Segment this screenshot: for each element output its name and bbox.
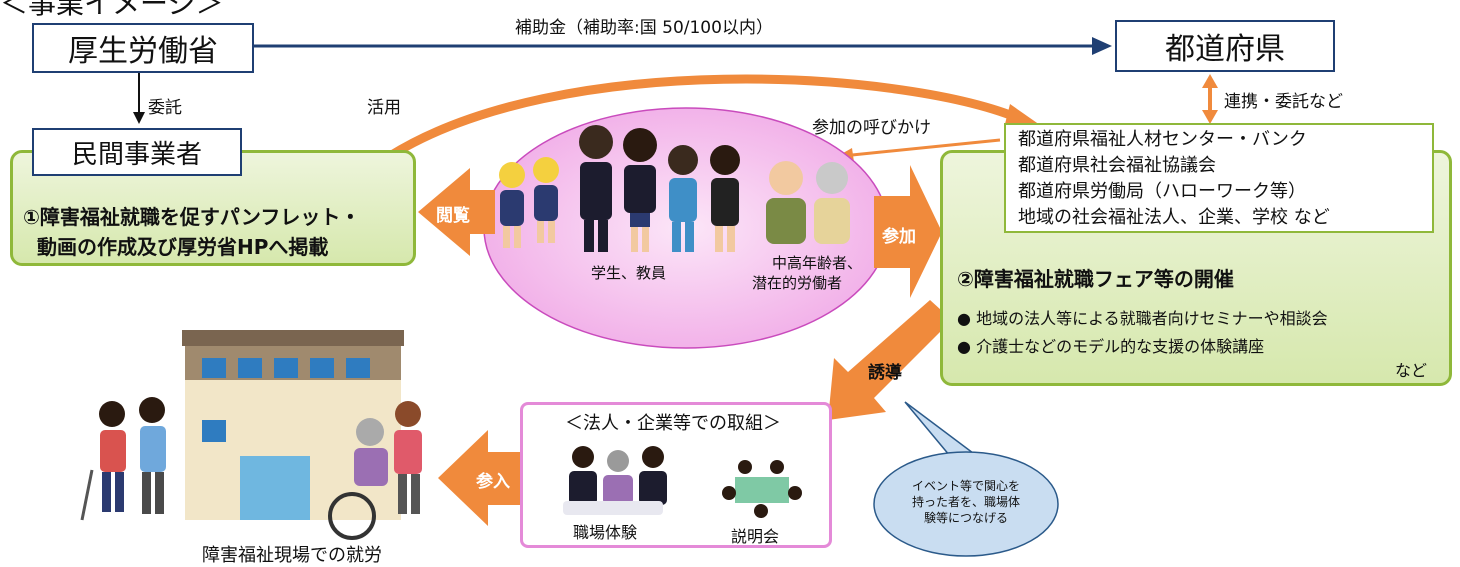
student-figure-2 (533, 157, 559, 243)
cooperation-arrowhead-down (1202, 110, 1218, 124)
prefecture-box: 都道府県 (1115, 20, 1335, 72)
fair-suffix: など (1394, 361, 1427, 380)
ministry-label: 厚生労働省 (68, 34, 218, 69)
page-title: ＜事業イメージ＞ (0, 0, 224, 20)
prefecture-label: 都道府県 (1165, 32, 1285, 67)
cooperation-label: 連携・委託など (1224, 92, 1343, 112)
fair-item-1: ● 地域の法人等による就職者向けセミナーや相談会 (957, 305, 1328, 329)
enter-arrow-label: 参入 (476, 472, 510, 492)
student-figure-4 (623, 128, 657, 252)
wheelchair-scene (328, 401, 422, 540)
enter-arrow (438, 430, 520, 526)
cooperation-arrowhead-up (1202, 74, 1218, 88)
callout-line: 験等につなげる (923, 511, 1008, 525)
students-label: 学生、教員 (591, 264, 667, 282)
use-arrow (387, 74, 1020, 160)
corporate-panel: ＜法人・企業等での取組＞ 職場体験 説明会 (520, 402, 832, 548)
use-label: 活用 (367, 98, 401, 118)
fair-item-2-text: 介護士などのモデル的な支援の体験講座 (976, 337, 1265, 356)
partner-item: 都道府県福祉人材センター・バンク (1018, 129, 1307, 150)
older-label-line2: 潜在的労働者 (752, 274, 843, 292)
elderly-woman-figure (814, 162, 850, 244)
subsidy-label: 補助金（補助率:国 50/100以内） (515, 18, 773, 38)
fair-title: ②障害福祉就職フェア等の開催 (957, 267, 1234, 291)
ministry-box: 厚生労働省 (32, 23, 254, 73)
pamphlet-line2: 動画の作成及び厚労省HPへ掲載 (37, 235, 329, 259)
guide-arrow-label: 誘導 (868, 363, 902, 383)
private-operator-box: 民間事業者 (32, 128, 242, 176)
student-figure-1 (499, 162, 525, 248)
elderly-man-figure (766, 161, 806, 244)
partner-item: 都道府県労働局（ハローワーク等） (1018, 181, 1306, 202)
pamphlet-line1: ①障害福祉就職を促すパンフレット・ (23, 205, 361, 229)
callout-line: 持った者を、職場体 (911, 495, 1020, 509)
callout-bubble (873, 451, 1059, 557)
guide-arrow (828, 300, 952, 420)
experience-label: 職場体験 (573, 523, 638, 542)
corporate-illustrations (563, 446, 802, 518)
partner-item: 地域の社会福祉法人、企業、学校 など (1018, 207, 1330, 228)
briefing-label: 説明会 (731, 527, 780, 546)
fair-item-1-text: 地域の法人等による就職者向けセミナーや相談会 (976, 309, 1328, 328)
subsidy-arrowhead (1092, 37, 1112, 55)
fair-item-2: ● 介護士などのモデル的な支援の体験講座 (957, 333, 1264, 357)
bullet-icon: ● (957, 337, 971, 356)
call-label: 参加の呼びかけ (812, 118, 931, 138)
bullet-icon: ● (957, 309, 971, 328)
student-figure-3 (579, 125, 613, 252)
experience-illustration (563, 446, 667, 515)
partner-item: 都道府県社会福祉協議会 (1018, 155, 1216, 176)
teacher-figure-2 (710, 145, 740, 252)
briefing-illustration (722, 460, 802, 518)
corporate-title: ＜法人・企業等での取組＞ (565, 413, 781, 434)
partners-box: 都道府県福祉人材センター・バンク 都道府県社会福祉協議会 都道府県労働局（ハロー… (1004, 123, 1434, 233)
private-operator-label: 民間事業者 (71, 139, 202, 170)
join-arrow (874, 165, 942, 298)
callout-text: イベント等で関心を 持った者を、職場体 験等につなげる (882, 478, 1050, 526)
teacher-figure-1 (668, 145, 698, 252)
view-arrow (418, 168, 495, 256)
older-label-line1: 中高年齢者、 (772, 254, 863, 272)
view-arrow-label: 閲覧 (436, 206, 470, 226)
workplace-caption: 障害福祉現場での就労 (202, 545, 382, 566)
commission-label: 委託 (148, 98, 182, 118)
use-arrowhead (1004, 104, 1040, 128)
pamphlet-panel: ①障害福祉就職を促すパンフレット・ 動画の作成及び厚労省HPへ掲載 (10, 150, 416, 266)
join-arrow-label: 参加 (882, 227, 916, 247)
callout-line: イベント等で関心を (911, 479, 1020, 493)
commission-arrowhead (133, 112, 145, 124)
call-arrow (851, 138, 1001, 157)
walking-pair (80, 397, 166, 521)
